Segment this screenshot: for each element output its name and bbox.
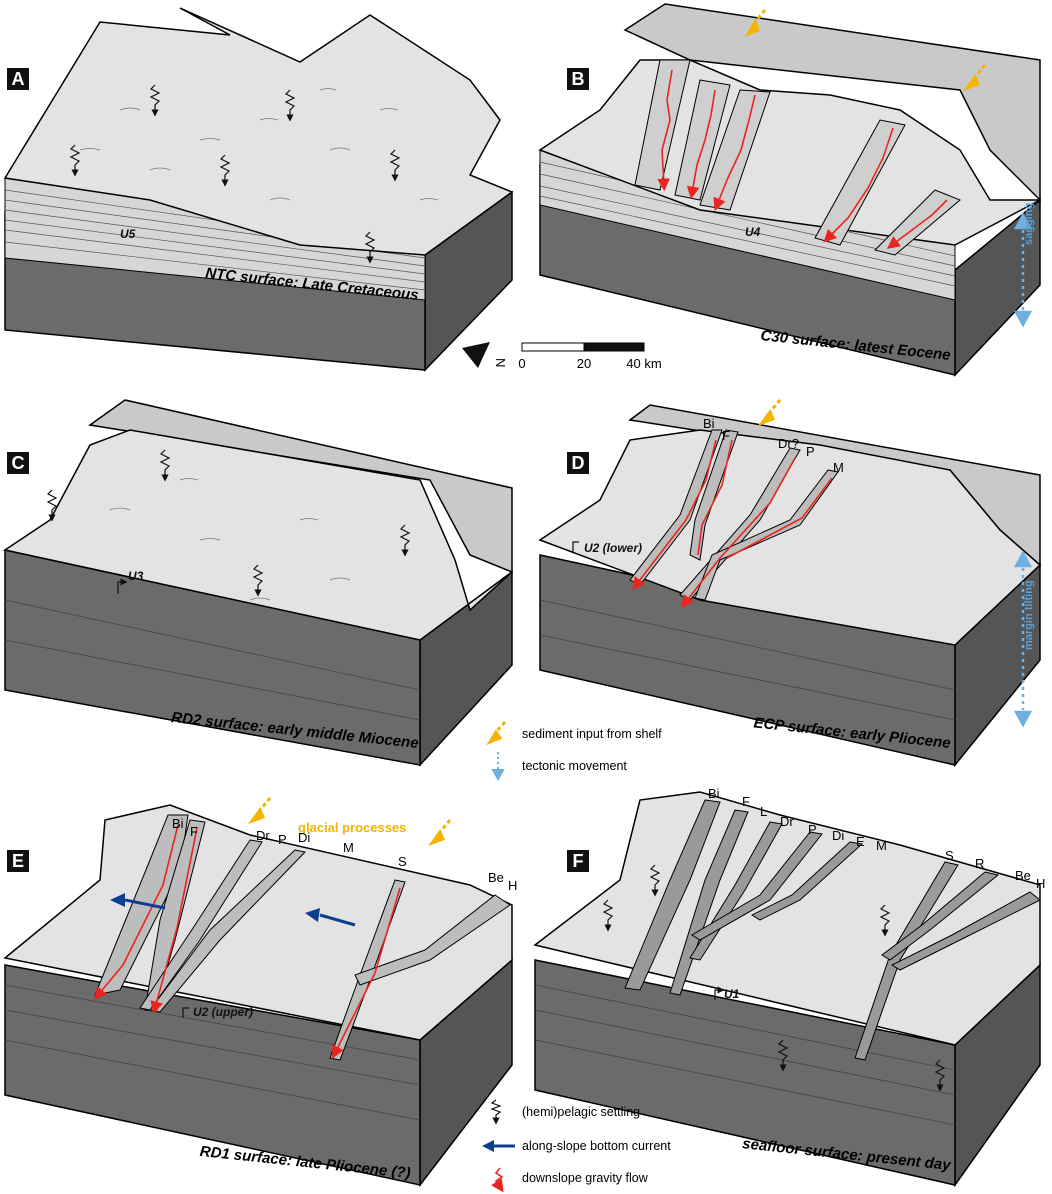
tectonic-movement-arrow-icon — [491, 752, 505, 782]
channel-label: M — [833, 460, 844, 475]
panel-letter: D — [572, 453, 585, 473]
unit-label: U2 (upper) — [193, 1005, 253, 1019]
legend-label: tectonic movement — [522, 759, 627, 773]
channel-label: P — [278, 832, 287, 847]
panel-letter: E — [12, 851, 24, 871]
panel-e: glacial processes Bi F Dr P Di M S Be H … — [3, 797, 517, 1188]
channel-label: Dr — [256, 828, 270, 843]
sediment-input-arrow-icon — [486, 720, 507, 746]
north-label: N — [493, 358, 508, 367]
channel-label: P — [808, 822, 817, 837]
channel-label: Di — [298, 830, 310, 845]
scale-bar: N 0 20 40 km — [462, 342, 662, 371]
legend-label: downslope gravity flow — [522, 1171, 649, 1185]
channel-label: Dr — [780, 814, 794, 829]
channel-label: M — [876, 838, 887, 853]
annotation-label: glacial processes — [298, 820, 406, 835]
channel-label: S — [398, 854, 407, 869]
channel-label: Be — [1015, 868, 1031, 883]
panel-letter: A — [12, 69, 25, 89]
seafloor-surface — [3, 7, 514, 256]
channel-label: Bi — [172, 816, 184, 831]
panel-a: A U5 NTC surface: Late Cretaceous — [3, 7, 514, 372]
panel-letter: F — [573, 851, 584, 871]
legend-label: sediment input from shelf — [522, 727, 662, 741]
panel-letter: C — [12, 453, 25, 473]
channel-label: Dr? — [778, 436, 799, 451]
panel-f: Bi F L Dr P Di E M S R Be H F U1 seafloo… — [533, 786, 1045, 1188]
channel-label: Bi — [703, 416, 715, 431]
channel-label: E — [856, 834, 865, 849]
channel-label: F — [190, 824, 198, 839]
channel-label: Di — [832, 828, 844, 843]
panel-b: sagging B U4 C30 surface: latest Eocene — [538, 3, 1041, 377]
channel-label: P — [806, 444, 815, 459]
legend-label: along-slope bottom current — [522, 1139, 671, 1153]
unit-label: U4 — [745, 225, 761, 239]
gravity-flow-icon — [491, 1167, 504, 1193]
panel-letter-box — [7, 68, 29, 90]
side-label: sagging — [1023, 203, 1035, 245]
unit-label: U3 — [128, 569, 144, 583]
channel-label: H — [1036, 876, 1045, 891]
channel-label: F — [742, 794, 750, 809]
channel-label: R — [975, 856, 984, 871]
pelagic-settling-icon — [490, 1099, 502, 1125]
legend-top: sediment input from shelf tectonic movem… — [486, 720, 662, 782]
panel-letter: B — [572, 69, 585, 89]
legend-bottom: (hemi)pelagic settling along-slope botto… — [482, 1099, 671, 1193]
scale-tick: 0 — [518, 356, 525, 371]
channel-label: S — [945, 848, 954, 863]
scale-tick: 20 — [577, 356, 591, 371]
panel-d: margin tilting Bi F Dr? P M D U2 (lower)… — [538, 399, 1042, 768]
unit-label: U2 (lower) — [584, 541, 642, 555]
unit-label: U1 — [724, 987, 740, 1001]
channel-label: M — [343, 840, 354, 855]
bottom-current-arrow-icon — [482, 1140, 515, 1152]
side-label: margin tilting — [1023, 580, 1035, 650]
legend-label: (hemi)pelagic settling — [522, 1105, 640, 1119]
unit-label: U5 — [120, 227, 136, 241]
scale-tick: 40 km — [626, 356, 661, 371]
channel-label: Bi — [708, 786, 720, 801]
north-arrow-icon — [462, 342, 490, 368]
channel-label: F — [722, 428, 730, 443]
channel-label: L — [760, 804, 767, 819]
channel-label: H — [508, 878, 517, 893]
panel-c: C U3 RD2 surface: early middle Miocene — [3, 399, 513, 767]
shelf-wall — [623, 3, 1041, 202]
channel-label: Be — [488, 870, 504, 885]
